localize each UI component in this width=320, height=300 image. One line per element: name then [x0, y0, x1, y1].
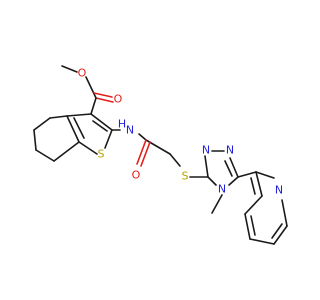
molecule-structure-diagram: O O N H O S S N N N N	[33, 65, 288, 245]
atom-triazole-n1: N	[226, 144, 234, 157]
bond-pyr-1	[255, 171, 263, 197]
bond-pyr-6	[281, 199, 288, 227]
atom-pyridine-n: N	[275, 184, 283, 197]
bond-pyr-1-inner	[250, 177, 256, 195]
bond-pyr-3	[244, 213, 251, 240]
bond-o-carbonyl-c	[85, 76, 97, 99]
bond-thio-c3-c2-inner	[92, 120, 108, 132]
bond-tri-n1-c5-inner	[224, 160, 233, 177]
bond-amide-double-1	[136, 139, 147, 165]
bond-thio-c2-s	[104, 129, 113, 149]
atom-triazole-n4: N	[218, 183, 226, 196]
bond-ester-ring	[90, 97, 97, 115]
bond-pyr-5-inner	[271, 223, 283, 239]
bond-thio-c3-c2	[90, 113, 113, 131]
atom-ester-o: O	[78, 67, 87, 80]
bond-carbonyl-double-2	[93, 92, 113, 98]
bond-tri-n4-c3	[207, 176, 217, 186]
bond-thio-c7a-c3a	[66, 115, 80, 143]
bond-thio-s-c7a	[78, 141, 98, 155]
bond-pyr-5	[273, 225, 288, 245]
bond-tri-pyr	[237, 171, 257, 178]
atom-carbonyl-o: O	[114, 93, 123, 106]
bond-pyr-7	[255, 171, 275, 179]
atom-amide-o: O	[132, 169, 141, 182]
atom-thioether-s: S	[182, 170, 189, 183]
bond-tri-c3-n2	[204, 155, 209, 178]
bond-thio-c7a-c3a-inner	[73, 117, 85, 139]
bond-ch2-s	[169, 153, 181, 167]
bond-pyr-4	[249, 238, 275, 245]
bond-nh-co	[138, 133, 147, 141]
bond-carbonyl-double-1	[95, 97, 114, 103]
bond-thio-c3a-c3	[66, 113, 92, 117]
bond-tri-c5-n4	[228, 176, 239, 186]
atom-amide-n: N	[126, 124, 134, 137]
atom-labels: O O N H O S S N N N N	[78, 67, 283, 197]
bond-cyc-4	[35, 149, 55, 162]
bonds	[33, 65, 288, 245]
bond-cyc-2	[33, 117, 51, 131]
atom-amide-h: H	[118, 118, 126, 131]
bond-amide-double-2	[140, 141, 151, 167]
bond-cyc-3	[33, 129, 37, 151]
bond-tri-n1-c5	[229, 157, 239, 178]
bond-cyc-5	[53, 141, 80, 162]
atom-triazole-n2: N	[202, 144, 210, 157]
bond-methyl-o	[61, 65, 78, 73]
bond-n4-methyl	[211, 194, 223, 214]
atom-thiophene-s: S	[98, 148, 105, 161]
bond-pyr-3-inner	[250, 215, 256, 236]
bond-pyr-2	[244, 195, 263, 215]
bond-cyc-1	[49, 115, 68, 119]
